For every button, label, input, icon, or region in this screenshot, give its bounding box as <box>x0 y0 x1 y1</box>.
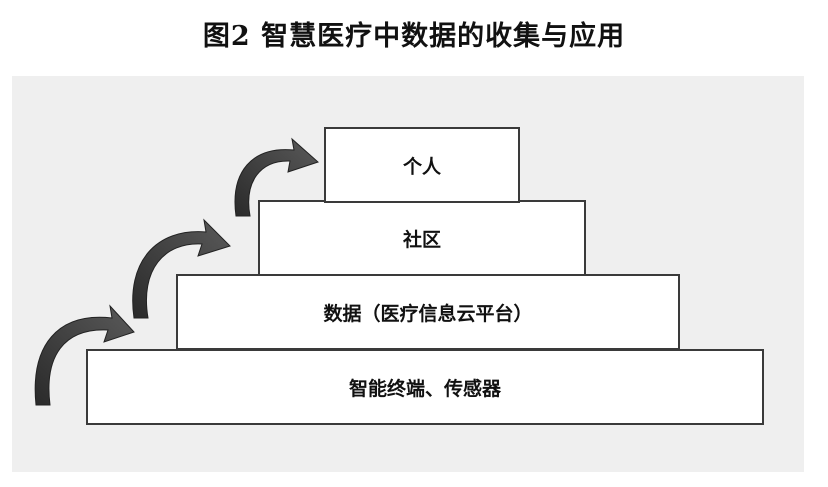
pyramid-level-individual: 个人 <box>324 127 520 203</box>
curved-arrow-icon <box>234 137 319 217</box>
pyramid-level-devices: 智能终端、传感器 <box>86 349 764 425</box>
pyramid-level-data-platform: 数据（医疗信息云平台） <box>176 274 680 350</box>
figure-title: 图2 智慧医疗中数据的收集与应用 <box>202 21 626 52</box>
curved-arrow-icon <box>34 304 135 406</box>
pyramid-level-community: 社区 <box>258 200 586 276</box>
curved-arrow-icon <box>132 218 231 319</box>
